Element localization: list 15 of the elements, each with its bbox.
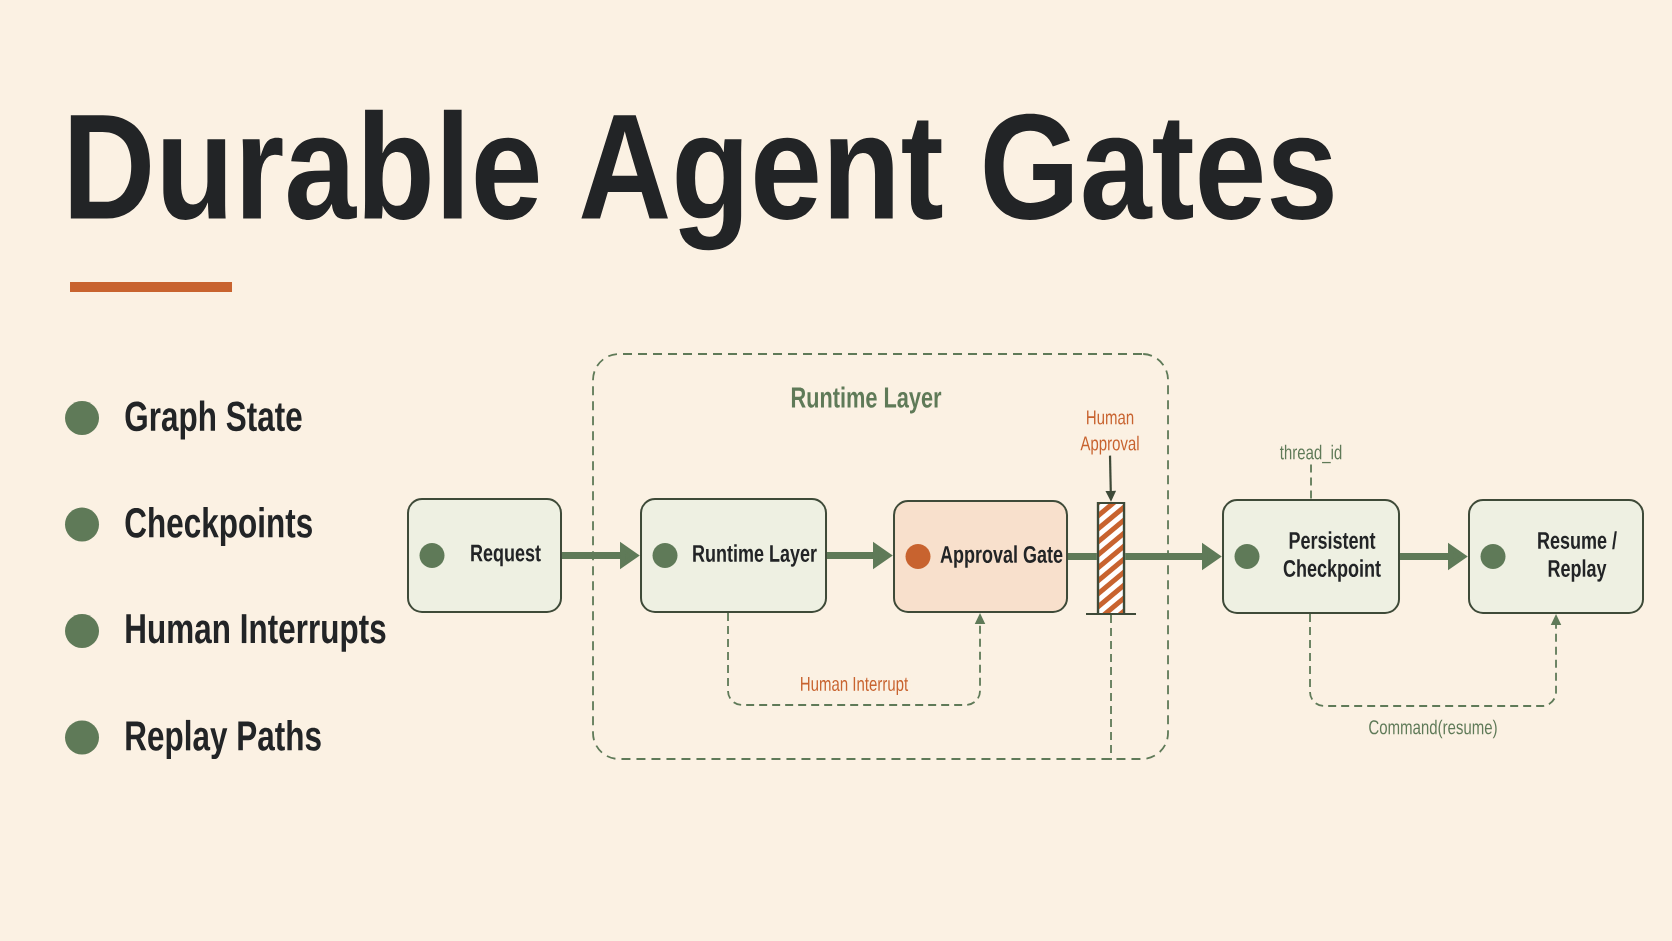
edge-label: Human Interrupt — [797, 675, 911, 697]
process-box: Persistent Checkpoint — [1222, 499, 1400, 614]
process-box: Request — [407, 498, 562, 613]
bullet-item: Human Interrupts — [65, 614, 386, 652]
bullet-item: Replay Paths — [65, 719, 321, 760]
bullet-item: Checkpoints — [65, 506, 312, 547]
note-text: Human Approval — [1080, 410, 1139, 455]
title: Durable Agent Gates — [70, 109, 1333, 251]
process-box: Runtime Layer — [640, 498, 827, 613]
gate-box: Approval Gate — [893, 500, 1068, 613]
bullet-item: Graph State — [65, 400, 302, 440]
process-box: Resume / Replay — [1468, 499, 1644, 614]
note-text: thread_id — [1279, 444, 1342, 464]
gate-bar — [1086, 501, 1136, 616]
edge-label: Command(resume) — [1366, 717, 1500, 741]
